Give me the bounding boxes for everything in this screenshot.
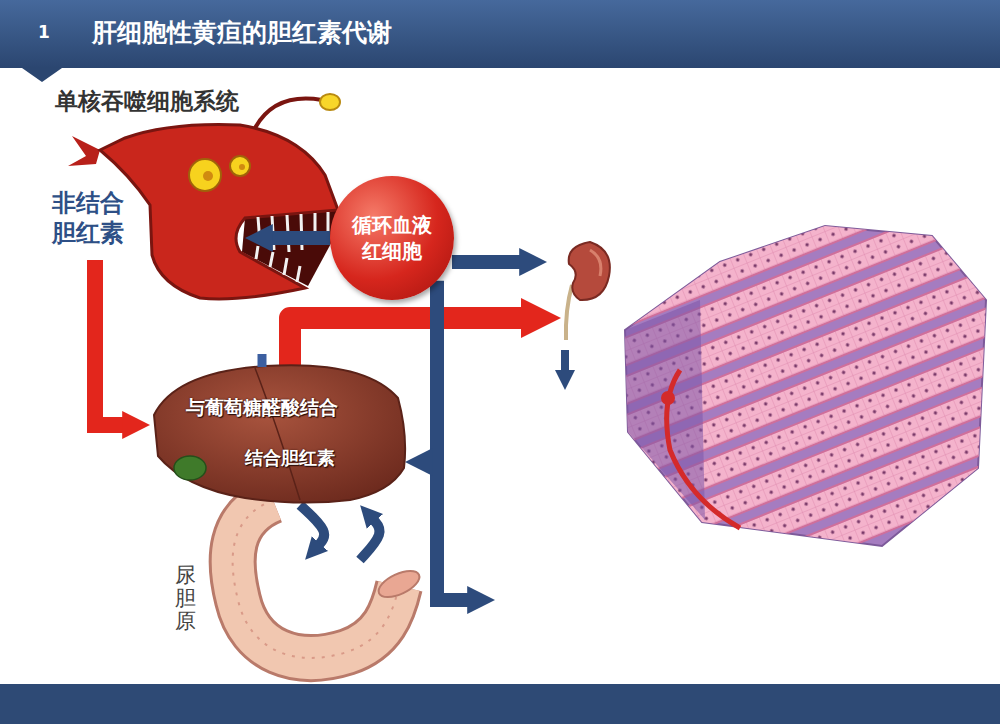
kidney-shine [590, 250, 601, 276]
flow-arrow [452, 255, 522, 269]
blood-circle: 循环血液 红细胞 [330, 176, 454, 300]
slide-number: 1 [38, 21, 50, 43]
fin [68, 136, 100, 166]
node-outline [150, 360, 405, 505]
slide-title: 肝细胞性黄疸的胆红素代谢 [92, 17, 392, 50]
node-text: 与葡萄糖醛酸结合 [186, 396, 338, 420]
flow-arrow [430, 281, 437, 462]
flow-arrow [360, 520, 380, 560]
flow-arrow [300, 505, 324, 545]
liver-outline [154, 365, 405, 502]
kidney-figure [565, 242, 610, 372]
flow-arrow [270, 231, 330, 245]
pupil [203, 171, 213, 181]
node-text: 循环血液 红细胞 [347, 212, 437, 264]
urine-arrow [561, 350, 569, 372]
gallbladder [174, 456, 206, 480]
intestine-folds [233, 500, 399, 658]
node-text: 结合胆红素 [245, 447, 335, 470]
title-tab [22, 68, 62, 82]
liver-lobe-line [255, 368, 300, 500]
title-bar [0, 0, 1000, 68]
liver-shape: 与葡萄糖醛酸结合结合胆红素 [150, 360, 405, 505]
eye [230, 156, 250, 176]
footer-bar [0, 684, 1000, 724]
lower-teeth [256, 246, 300, 282]
intestine-region: 尿胆原 [175, 560, 405, 678]
flow-arrow [95, 260, 125, 425]
intestine-wall [233, 500, 399, 658]
pupil [239, 164, 245, 170]
vein [258, 354, 267, 367]
intestine-tube [233, 500, 399, 658]
intestine-figure [233, 500, 424, 658]
intestine-opening [375, 566, 423, 603]
phagocyte-body [100, 125, 338, 299]
blood-arrow [290, 318, 525, 372]
tubules [521, 161, 1000, 632]
blood-vessel [667, 370, 740, 528]
flow-arrow [437, 462, 470, 600]
kidney-tissue [521, 161, 1000, 632]
node-text: 尿胆原 [175, 564, 196, 633]
edge-label: 非结合 胆红素 [52, 188, 138, 248]
antenna [255, 99, 322, 128]
eye [189, 159, 221, 191]
ureter [566, 285, 572, 340]
antenna-bulb [320, 94, 340, 110]
kidney [569, 242, 610, 300]
node-text: 单核吞噬细胞系统 [55, 87, 239, 116]
vessel-knot [661, 391, 675, 405]
